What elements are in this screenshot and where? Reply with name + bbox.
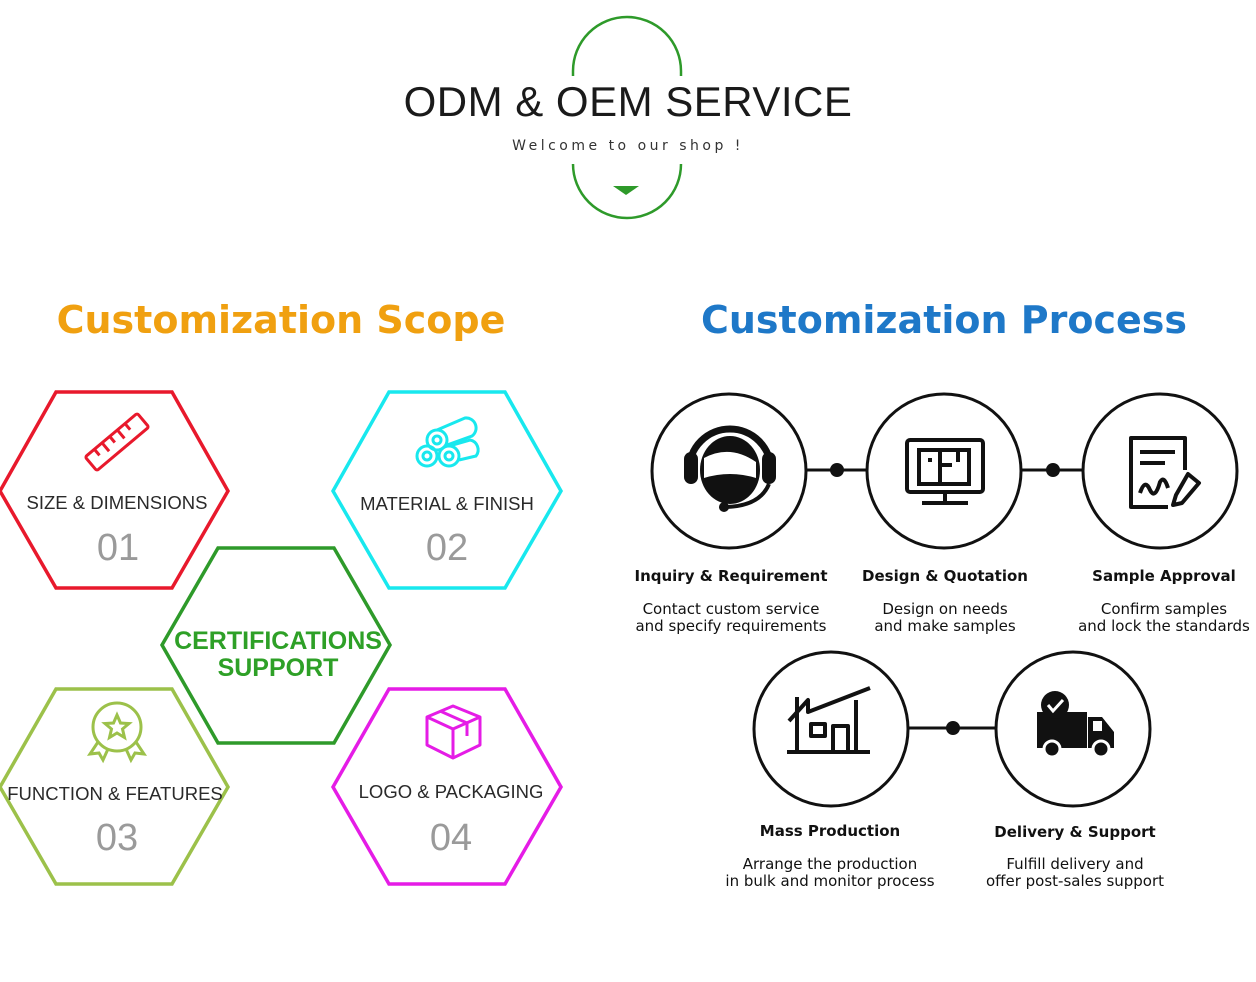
scope-item-label: LOGO & PACKAGING: [358, 781, 544, 802]
step-title: Sample Approval: [1092, 567, 1236, 585]
step-description: Confirm samples and lock the standards: [1078, 600, 1250, 635]
scope-hexagons: [0, 390, 564, 886]
hex-certifications: [159, 546, 393, 745]
scope-item-number: 03: [95, 817, 139, 859]
connector: [806, 468, 1083, 730]
step-title: Inquiry & Requirement: [634, 567, 828, 585]
header-ornament: [571, 15, 683, 220]
scope-item-label: SIZE & DIMENSIONS: [26, 492, 208, 513]
scope-item-number: 01: [96, 527, 140, 569]
connector-dot: [1046, 463, 1060, 477]
ruler-icon: [84, 412, 150, 472]
connector-dot: [830, 463, 844, 477]
step-title: Delivery & Support: [994, 823, 1156, 841]
chevron-down-icon: [613, 186, 639, 195]
hex-function-features: [0, 687, 231, 886]
scope-item-number: 02: [425, 527, 469, 569]
step-circle: [650, 392, 808, 550]
process-title: Customization Process: [700, 298, 1188, 342]
connector-dot: [946, 721, 960, 735]
process-diagram: [650, 392, 1239, 808]
sign-document-icon: [1129, 436, 1201, 509]
delivery-truck-icon: [1037, 691, 1114, 759]
step-description: Contact custom service and specify requi…: [635, 600, 827, 635]
package-box-icon: [425, 704, 482, 760]
step-circle: [994, 650, 1152, 808]
step-description: Fulfill delivery and offer post-sales su…: [985, 855, 1165, 890]
page-title: ODM & OEM SERVICE: [403, 78, 853, 125]
factory-icon: [787, 686, 871, 754]
hex-size-dimensions: [0, 390, 231, 590]
step-circle: [865, 392, 1023, 550]
certifications-support: CERTIFICATIONS SUPPORT: [174, 627, 382, 682]
hex-logo-packaging: [330, 687, 564, 886]
step-circle: [1081, 392, 1239, 550]
step-circle: [752, 650, 910, 808]
scope-item-number: 04: [429, 817, 473, 859]
page-subtitle: Welcome to our shop !: [512, 138, 744, 154]
step-description: Design on needs and make samples: [874, 600, 1016, 635]
step-description: Arrange the production in bulk and monit…: [725, 855, 935, 890]
scope-item-label: MATERIAL & FINISH: [360, 493, 534, 514]
headset-agent-icon: [684, 425, 776, 512]
design-monitor-icon: [905, 438, 985, 505]
scope-item-label: FUNCTION & FEATURES: [7, 783, 223, 804]
badge-star-icon: [86, 701, 148, 764]
hex-material-finish: [330, 390, 564, 590]
step-title: Design & Quotation: [862, 567, 1028, 585]
step-title: Mass Production: [759, 822, 901, 840]
material-rolls-icon: [415, 416, 480, 468]
scope-title: Customization Scope: [56, 298, 506, 342]
